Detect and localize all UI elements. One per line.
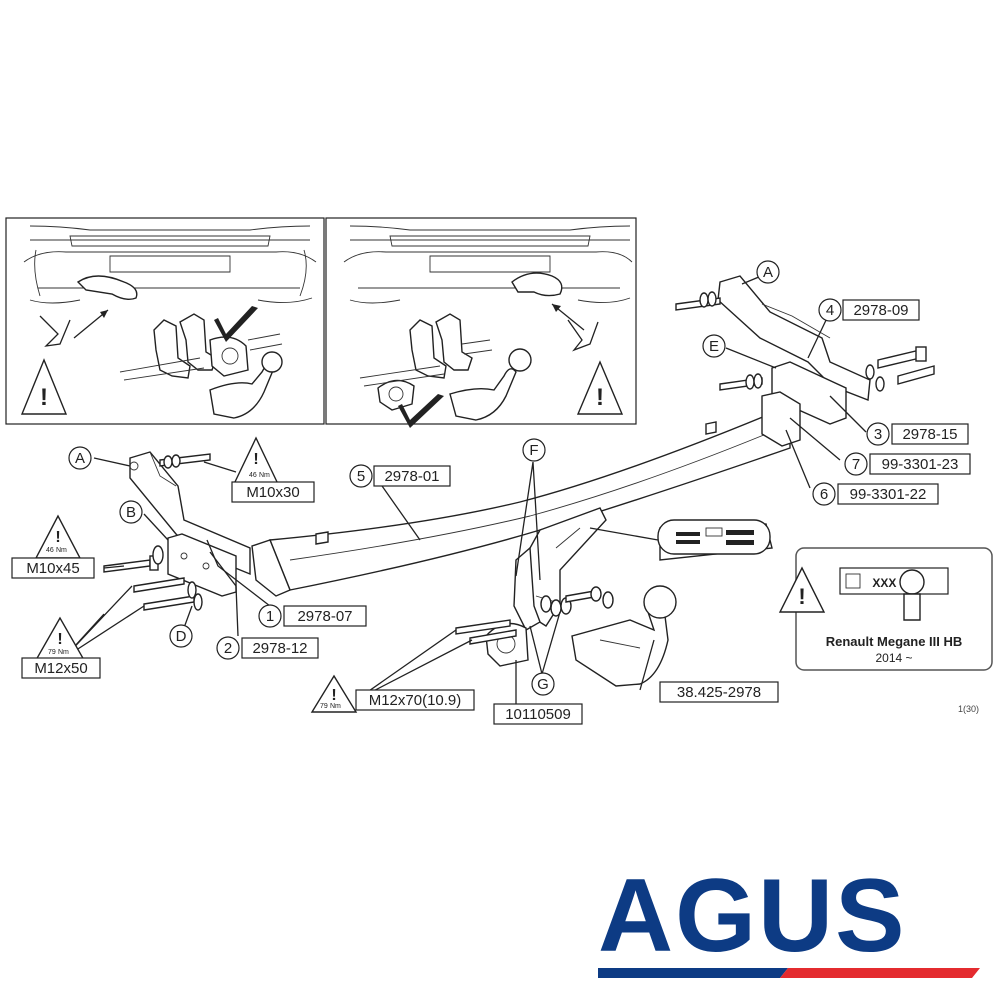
letter-d: D: [169, 624, 193, 648]
svg-text:38.425-2978: 38.425-2978: [677, 684, 761, 701]
svg-text:46: 46: [249, 472, 257, 479]
label-part-2: 2 2978-12: [216, 636, 319, 660]
svg-text:!: !: [253, 451, 258, 468]
svg-text:F: F: [529, 442, 538, 459]
warning-icon: !: [20, 358, 68, 415]
svg-text:!: !: [40, 384, 48, 411]
svg-text:4: 4: [826, 302, 834, 319]
svg-text:99-3301-23: 99-3301-23: [882, 456, 959, 473]
bolt-label-m12x70: ! 79 Nm M12x70(10.9): [310, 674, 475, 713]
label-part-5: 5 2978-01: [349, 464, 451, 488]
ball-neck: [571, 585, 677, 687]
svg-text:M10x45: M10x45: [26, 560, 79, 577]
inset-panel-left: !: [5, 217, 325, 425]
svg-text:Renault Megane III HB: Renault Megane III HB: [826, 634, 963, 649]
svg-text:!: !: [55, 529, 60, 546]
svg-text:79: 79: [48, 649, 56, 656]
letter-g: G: [531, 672, 555, 696]
right-bolts: [675, 291, 935, 435]
svg-text:2978-12: 2978-12: [252, 640, 307, 657]
label-ball: 38.425-2978: [659, 681, 779, 703]
label-part-4: 4 2978-09: [818, 298, 920, 322]
svg-text:G: G: [537, 676, 549, 693]
svg-text:2978-01: 2978-01: [384, 468, 439, 485]
svg-text:E: E: [709, 338, 719, 355]
label-part-1: 1 2978-07: [258, 604, 367, 628]
label-part-3: 3 2978-15: [866, 422, 969, 446]
svg-text:46: 46: [46, 547, 54, 554]
svg-text:A: A: [763, 264, 773, 281]
vehicle-info-box: ! XXX YY Renault Megane III HB 2014 ~: [778, 547, 993, 671]
svg-text:M10x30: M10x30: [246, 484, 299, 501]
agus-logo: AGUS: [598, 860, 978, 980]
svg-text:!: !: [798, 584, 805, 609]
leader-lines: [63, 273, 867, 704]
svg-text:3: 3: [874, 426, 882, 443]
svg-text:2014 ~: 2014 ~: [875, 651, 912, 665]
left-bolts: [103, 453, 329, 611]
agus-logo-stripe: [598, 968, 980, 978]
svg-text:6: 6: [820, 486, 828, 503]
page-number: 1(30): [958, 704, 979, 714]
flange-plate: [455, 619, 529, 667]
svg-text:Nm: Nm: [58, 649, 69, 656]
svg-text:Nm: Nm: [56, 547, 67, 554]
label-part-6: 6 99-3301-22: [812, 482, 939, 506]
svg-text:2978-15: 2978-15: [902, 426, 957, 443]
approval-label: [589, 519, 773, 561]
bolt-label-m12x50: ! 79 Nm M12x50: [21, 616, 101, 679]
svg-text:79: 79: [320, 703, 328, 710]
crossbar: [269, 413, 791, 591]
svg-text:10110509: 10110509: [505, 706, 571, 723]
svg-text:1: 1: [266, 608, 274, 625]
letter-f: F: [522, 438, 546, 462]
svg-text:M12x70(10.9): M12x70(10.9): [369, 692, 462, 709]
right-bracket: [717, 275, 871, 401]
svg-text:2978-09: 2978-09: [853, 302, 908, 319]
license-plate: [839, 567, 949, 595]
svg-text:2978-07: 2978-07: [297, 608, 352, 625]
svg-text:Nm: Nm: [259, 472, 270, 479]
bolt-label-m10x45: ! 46 Nm M10x45: [11, 514, 95, 579]
letter-b: B: [119, 500, 143, 524]
label-part-7: 7 99-3301-23: [844, 452, 971, 476]
label-flange: 10110509: [493, 703, 583, 725]
svg-text:!: !: [331, 687, 336, 704]
svg-text:D: D: [176, 628, 187, 645]
letter-a-right: A: [756, 260, 780, 284]
svg-text:M12x50: M12x50: [34, 660, 87, 677]
warning-icon: !: [576, 360, 624, 415]
svg-text:7: 7: [852, 456, 860, 473]
svg-text:!: !: [57, 631, 62, 648]
svg-text:B: B: [126, 504, 136, 521]
right-plate: [761, 361, 847, 447]
svg-text:2: 2: [224, 640, 232, 657]
agus-logo-text: AGUS: [598, 858, 907, 974]
left-bracket: [129, 451, 291, 597]
inset-panel-right: !: [325, 217, 637, 428]
letter-a-left: A: [68, 446, 92, 470]
svg-text:A: A: [75, 450, 85, 467]
svg-text:Nm: Nm: [330, 703, 341, 710]
bolt-label-m10x30: ! 46 Nm M10x30: [231, 436, 315, 503]
svg-text:5: 5: [357, 468, 365, 485]
svg-text:99-3301-22: 99-3301-22: [850, 486, 927, 503]
svg-text:!: !: [596, 384, 604, 411]
hitch-housing: [513, 507, 614, 631]
warning-icon: !: [778, 566, 826, 613]
letter-e: E: [702, 334, 726, 358]
